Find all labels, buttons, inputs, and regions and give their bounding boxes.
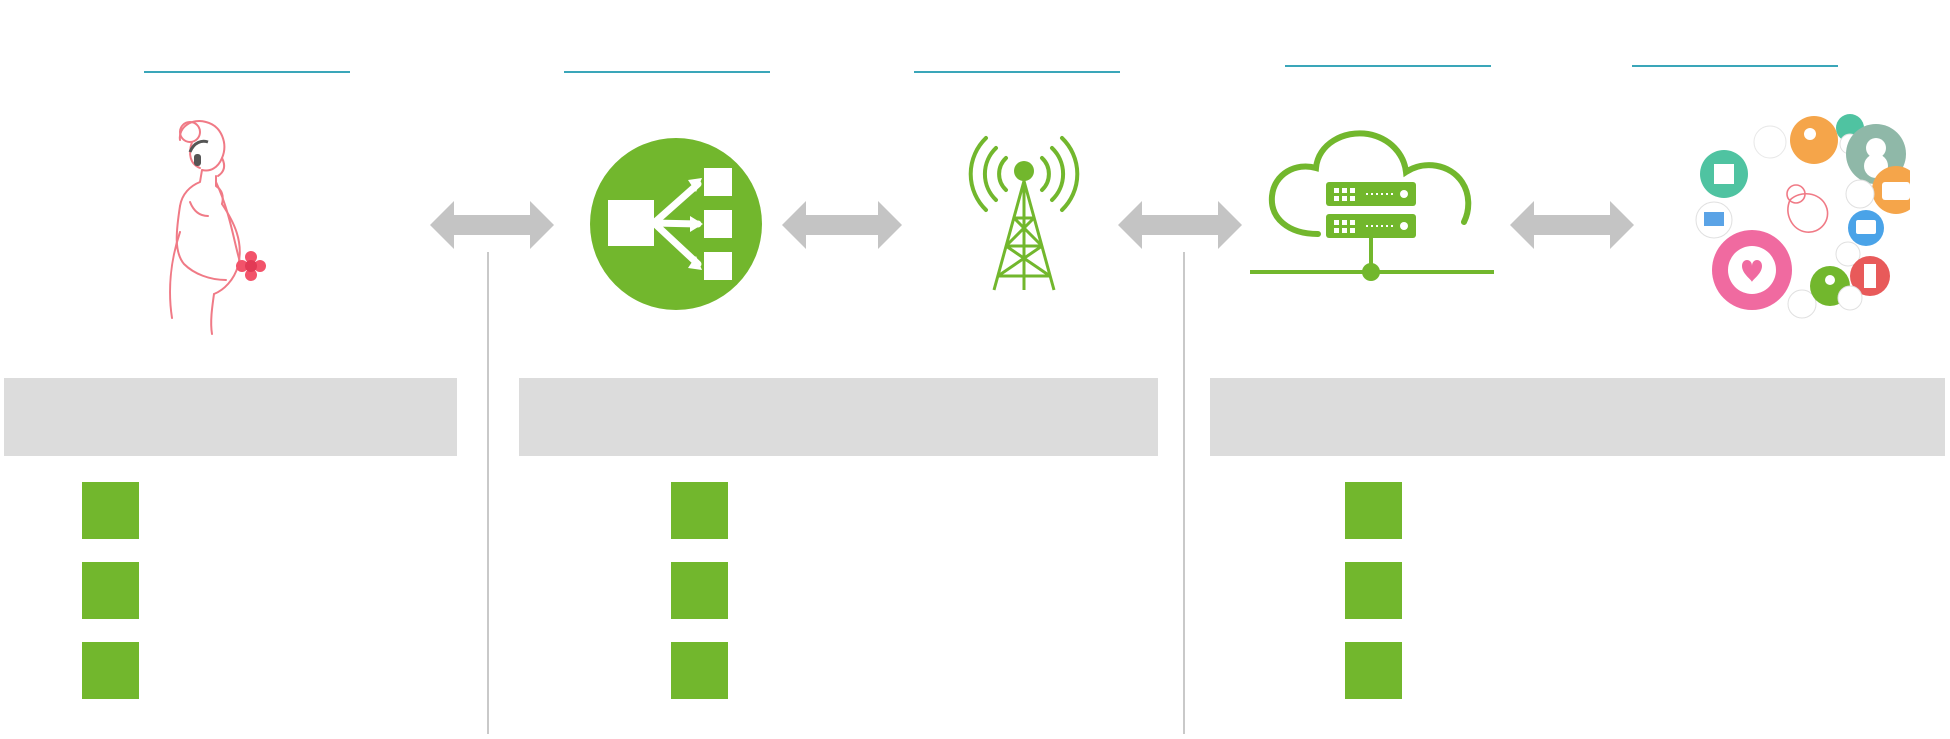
pregnant-woman-monitor-icon: [169, 120, 266, 335]
section-divider-2: [1183, 252, 1185, 734]
bidirectional-arrow-2: [782, 201, 902, 249]
node-title-line-4: [1285, 65, 1491, 67]
signal-tower-icon: [968, 136, 1080, 291]
panel-3-bullet-1: [1345, 482, 1402, 539]
panel-1-bullet-3: [82, 642, 139, 699]
panel-1-bullet-1: [82, 482, 139, 539]
panel-header-2: [519, 378, 1158, 456]
panel-3-bullet-3: [1345, 642, 1402, 699]
panel-header-1: [4, 378, 457, 456]
node-title-line-2: [564, 71, 770, 73]
healthcare-services-cluster-icon: [1695, 114, 1910, 319]
node-title-line-3: [914, 71, 1120, 73]
section-divider-1: [487, 252, 489, 734]
bidirectional-arrow-3: [1118, 201, 1242, 249]
panel-2-bullet-2: [671, 562, 728, 619]
panel-1-bullet-2: [82, 562, 139, 619]
bidirectional-arrow-1: [430, 201, 554, 249]
panel-header-3: [1210, 378, 1945, 456]
panel-2-bullet-3: [671, 642, 728, 699]
cloud-server-icon: [1250, 130, 1494, 281]
bidirectional-arrow-4: [1510, 201, 1634, 249]
node-title-line-5: [1632, 65, 1838, 67]
network-distribution-icon: [590, 138, 762, 310]
node-title-line-1: [144, 71, 350, 73]
panel-2-bullet-1: [671, 482, 728, 539]
panel-3-bullet-2: [1345, 562, 1402, 619]
